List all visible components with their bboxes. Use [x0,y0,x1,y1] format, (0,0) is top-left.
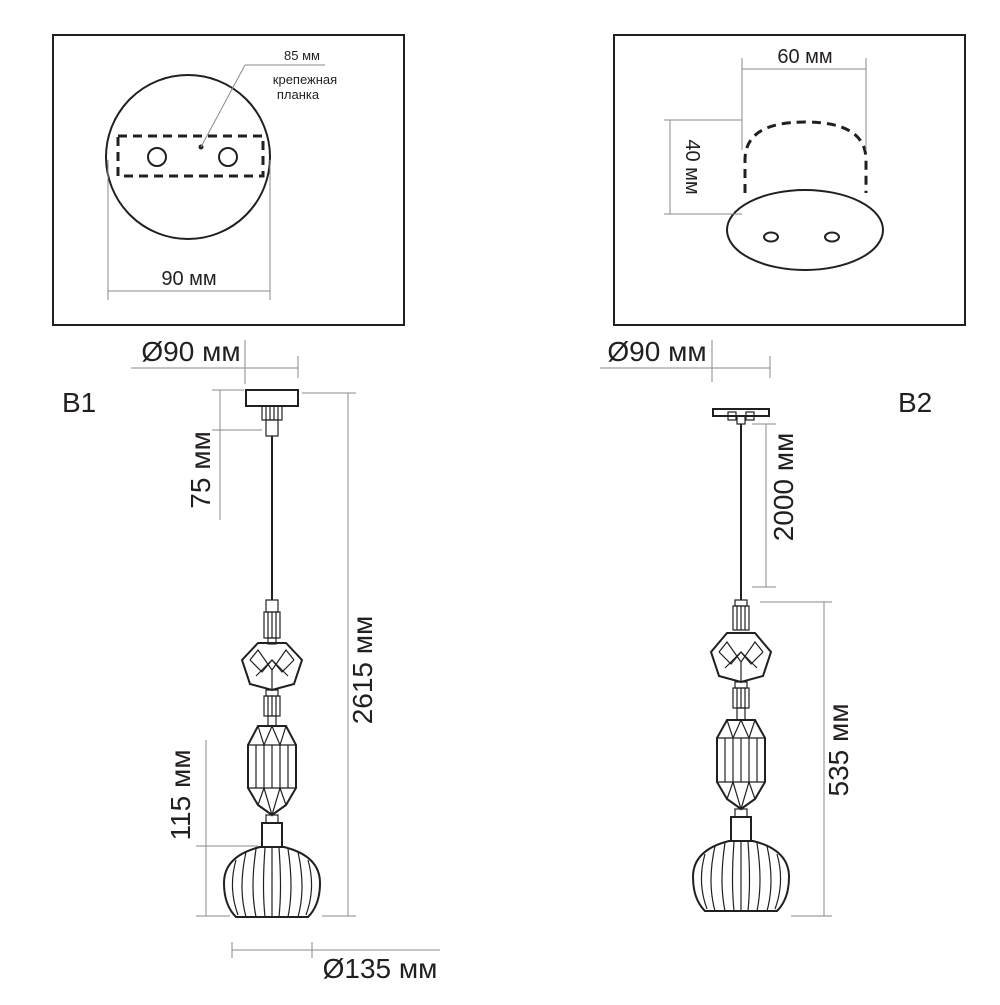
panel-canopy-perspective: 60 мм 40 мм [613,34,966,326]
canopy-height-label: 40 мм [681,139,703,194]
b2-upper-connector [734,599,748,607]
canopy-body-dashed [743,120,868,193]
canopy-width-label: 60 мм [777,46,832,68]
screw-hole-right [218,147,238,167]
panel-frame [52,34,405,326]
b2-ribbed-globe [691,840,791,912]
b1-shade-holder [261,822,283,848]
variant-b1-label: B1 [62,387,96,418]
b1-canopy-height-label: 75 мм [185,431,216,508]
b2-body-height-label: 535 мм [823,704,854,797]
mounting-bar-outline [116,134,265,178]
b1-shade-diameter-label: Ø135 мм [323,953,438,984]
base-hole-right [824,231,840,243]
b1-faceted-crystal [240,642,304,692]
b1-ribbed-globe [222,846,322,918]
screw-hole-left [147,147,167,167]
mount-leader-line [200,64,246,148]
canopy-base-ellipse [726,189,884,271]
b2-shade-holder [730,816,752,842]
b1-canopy [245,389,299,407]
b2-canopy-diameter-label: Ø90 мм [607,336,706,367]
b2-faceted-crystal [709,632,773,684]
mount-width-label: 85 мм [284,48,320,63]
b1-lower-height-label: 115 мм [165,750,196,841]
panel-frame-right [613,34,966,326]
variant-b2-label: B2 [898,387,932,418]
b2-flat-canopy [712,408,770,417]
lamp-b2: B2 Ø90 мм [600,336,932,917]
b2-cable-length-label: 2000 мм [768,433,799,542]
plate-width-label: 90 мм [161,268,216,290]
b1-canopy-collar [261,405,283,421]
mount-label-line1: крепежная [273,72,337,87]
b1-upper-connector [265,599,279,613]
b1-total-height-label: 2615 мм [347,616,378,725]
base-hole-left [763,231,779,243]
b2-cylinder-crystal [716,719,766,811]
canopy-plate-circle [105,74,271,240]
mount-label-line2: планка [277,87,320,102]
b2-cable-grip [736,415,746,425]
b1-cylinder-crystal [247,725,297,817]
panel-canopy-top-view: 85 мм крепежная планка 90 мм [52,34,405,326]
b1-cable-grip [265,419,279,437]
b1-canopy-diameter-label: Ø90 мм [141,336,240,367]
lamp-b1: B1 Ø90 мм [62,336,440,984]
